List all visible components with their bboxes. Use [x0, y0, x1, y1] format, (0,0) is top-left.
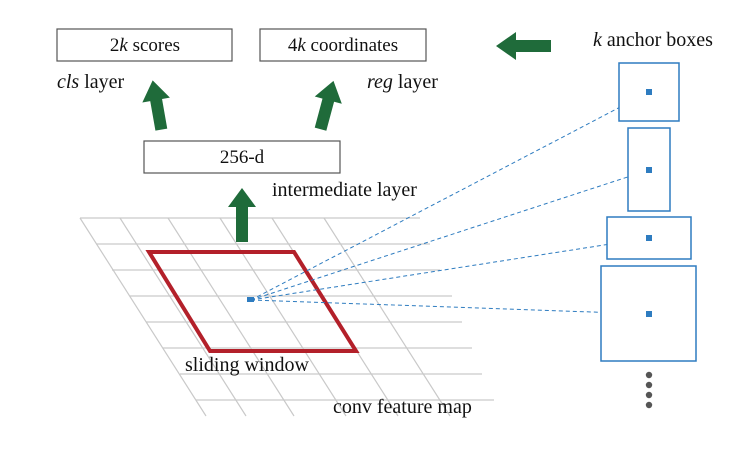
feature-map-grid — [79, 217, 494, 417]
scores-box — [56, 28, 233, 62]
up-arrow-icon — [228, 188, 256, 242]
intermediate-box-text: 256-d — [220, 147, 265, 168]
up-arrow-icon — [142, 80, 170, 131]
scores-box-text: 2k scores — [110, 35, 180, 56]
sliding-window-center — [247, 297, 254, 302]
intermediate-box — [143, 140, 341, 174]
coords-box — [259, 28, 427, 62]
coords-box-text: 4k coordinates — [288, 35, 398, 56]
intermediate-layer-label: intermediate layer — [272, 179, 417, 201]
cls-layer-label: cls layer — [57, 71, 125, 93]
reg-layer-label: reg layer — [367, 71, 438, 93]
left-arrow-icon — [496, 32, 551, 60]
projection-lines — [250, 91, 650, 315]
vertical-ellipsis-icon — [645, 371, 653, 409]
conv-feature-map-label: conv feature map — [333, 396, 472, 418]
sliding-window — [145, 250, 360, 353]
sliding-window-label: sliding window — [185, 354, 309, 376]
anchor-centers — [646, 89, 652, 317]
up-arrow-icon — [314, 80, 342, 131]
anchor-boxes-label: k anchor boxes — [593, 29, 713, 51]
